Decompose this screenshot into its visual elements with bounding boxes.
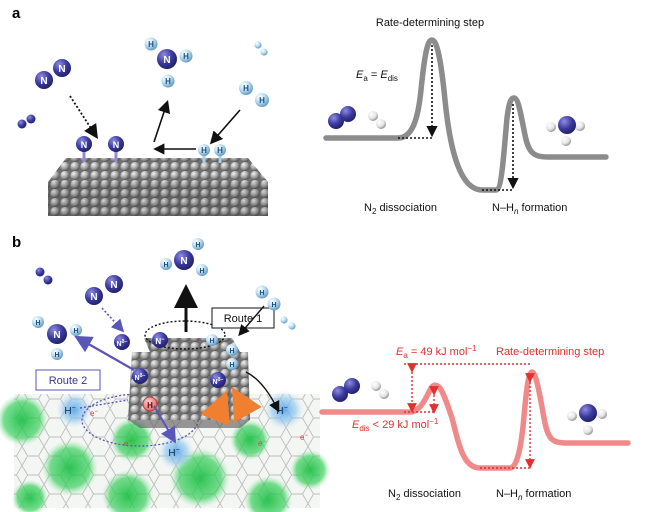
panel-b-hydride-right: H− bbox=[276, 405, 287, 417]
svg-text:H: H bbox=[35, 320, 40, 327]
svg-text:N: N bbox=[40, 76, 47, 87]
svg-text:H: H bbox=[229, 362, 234, 369]
panel-a-energy-profile: Rate-determining step Ea = Edis N2 disso… bbox=[323, 17, 609, 216]
panel-a-h2-adsorption-arrow bbox=[209, 109, 241, 145]
panel-b-energy-curve bbox=[319, 369, 631, 471]
svg-text:H: H bbox=[259, 96, 265, 105]
svg-text:N: N bbox=[90, 292, 97, 303]
svg-text:N−: N− bbox=[155, 337, 165, 346]
svg-text:H: H bbox=[217, 146, 223, 155]
panel-b-h-on-particle: H H bbox=[206, 334, 238, 356]
panel-b-nh3-top: N H H H bbox=[160, 238, 208, 276]
panel-b-route-2-arrow-up bbox=[74, 335, 135, 371]
svg-text:H: H bbox=[199, 268, 204, 275]
panel-a-catalyst-surface bbox=[48, 158, 268, 216]
panel-a-rds-title: Rate-determining step bbox=[376, 17, 484, 29]
panel-b-orange-arrow-2 bbox=[232, 387, 262, 423]
panel-b-xlabel-n2-dissociation: N2 dissociation bbox=[388, 488, 461, 502]
panel-b-ea-annotation: Ea = 49 kJ mol−1 bbox=[396, 344, 477, 360]
svg-text:H: H bbox=[147, 401, 153, 410]
panel-b-electrons: e− e− e− e− bbox=[90, 409, 308, 448]
panel-a-energy-curve bbox=[323, 37, 609, 193]
svg-text:e−: e− bbox=[258, 439, 266, 448]
panel-a-xlabel-n2-dissociation: N2 dissociation bbox=[364, 202, 437, 216]
svg-text:H: H bbox=[54, 352, 59, 359]
panel-b-edis-annotation: Edis < 29 kJ mol−1 bbox=[352, 417, 439, 433]
svg-text:N: N bbox=[53, 330, 60, 341]
svg-text:e−: e− bbox=[300, 433, 308, 442]
panel-b-n-minus-atom: N− bbox=[152, 332, 168, 348]
svg-text:N: N bbox=[113, 140, 120, 150]
panel-b-h2-molecule: H H bbox=[255, 285, 281, 311]
panel-a-h2-molecule: H H bbox=[239, 81, 269, 107]
svg-text:H: H bbox=[148, 40, 154, 49]
panel-b-rds-title: Rate-determining step bbox=[496, 346, 604, 358]
panel-b-small-h2-icon bbox=[280, 316, 296, 330]
panel-b-nh3-left: N H H H bbox=[32, 316, 82, 360]
panel-b-hydride-left: H− bbox=[64, 405, 75, 417]
panel-a-nh3-molecule: N H H H bbox=[144, 37, 193, 88]
svg-text:Nδ−: Nδ− bbox=[116, 339, 127, 348]
panel-b-hydride-center: H− bbox=[168, 447, 179, 459]
panel-a-adsorbed-h-atoms: H H bbox=[198, 144, 226, 163]
panel-a-ea-equation: Ea = Edis bbox=[356, 69, 398, 83]
panel-a-n2-molecule: N N bbox=[35, 59, 71, 89]
svg-text:H: H bbox=[209, 338, 214, 345]
panel-a-n2-dissociation-arrow bbox=[69, 95, 98, 140]
panel-b-support bbox=[0, 390, 330, 512]
panel-b-route-1-ellipse bbox=[144, 320, 226, 350]
svg-text:H: H bbox=[229, 348, 234, 355]
svg-text:H: H bbox=[183, 52, 189, 61]
svg-text:e−: e− bbox=[124, 439, 132, 448]
panel-b-xlabel-nh-formation: N–Hn formation bbox=[496, 488, 571, 502]
panel-b-n-delta-atoms: Nδ− Nδ− Nδ− bbox=[114, 334, 226, 388]
panel-b-n2-molecule: N N bbox=[85, 275, 123, 305]
svg-text:N: N bbox=[110, 280, 117, 291]
svg-text:H: H bbox=[165, 77, 171, 86]
panel-a-n2-h2-icon bbox=[328, 106, 386, 129]
panel-b-route-2-box: Route 2 bbox=[35, 369, 101, 391]
svg-text:Nδ−: Nδ− bbox=[212, 377, 223, 386]
panel-b-orange-arrow-1 bbox=[200, 390, 230, 427]
panel-b-nh3-icon bbox=[567, 404, 607, 435]
svg-text:H: H bbox=[73, 328, 78, 335]
panel-a-small-h2-icon bbox=[254, 41, 268, 56]
panel-a-adsorbed-n-atoms: N N bbox=[76, 136, 124, 162]
panel-b-n2-incoming-arrow bbox=[101, 307, 125, 333]
panel-a-small-n2-icon bbox=[17, 114, 36, 129]
panel-b-n2-h2-icon bbox=[332, 378, 389, 402]
svg-text:N: N bbox=[81, 140, 88, 150]
panel-b-energy-profile: Rate-determining step Ea = 49 kJ mol−1 E… bbox=[319, 344, 631, 502]
panel-b-h2-adsorption-arrow bbox=[238, 305, 265, 337]
svg-text:N: N bbox=[58, 64, 65, 75]
panel-a-xlabel-nh-formation: N–Hn formation bbox=[492, 202, 567, 216]
panel-b-label: b bbox=[12, 234, 21, 251]
svg-text:H: H bbox=[259, 290, 264, 297]
svg-text:H: H bbox=[201, 146, 207, 155]
svg-text:H: H bbox=[243, 84, 249, 93]
svg-text:N: N bbox=[163, 55, 170, 66]
svg-text:H: H bbox=[163, 262, 168, 269]
panel-b-route-2-arrow-down bbox=[153, 405, 177, 444]
svg-text:e−: e− bbox=[90, 409, 98, 418]
panel-b-h-particle-right: H bbox=[226, 358, 238, 370]
svg-text:H: H bbox=[271, 302, 276, 309]
panel-a-nh3-icon bbox=[546, 116, 585, 146]
panel-a-nh3-release-arrow bbox=[153, 99, 171, 143]
svg-text:Nδ−: Nδ− bbox=[134, 373, 145, 382]
panel-b-route-1-box: Route 1 bbox=[211, 307, 275, 329]
panel-b-small-n2-icon bbox=[35, 267, 53, 285]
panel-b-hydride-to-particle-arrow bbox=[79, 399, 129, 409]
panel-b-h-marker: H bbox=[142, 396, 158, 412]
panel-b-h-spillover-arrow bbox=[245, 371, 280, 413]
svg-text:Route 2: Route 2 bbox=[49, 375, 88, 387]
svg-text:Route 1: Route 1 bbox=[224, 313, 263, 325]
panel-a-label: a bbox=[12, 5, 21, 22]
svg-text:N: N bbox=[180, 256, 187, 267]
svg-text:H: H bbox=[195, 242, 200, 249]
